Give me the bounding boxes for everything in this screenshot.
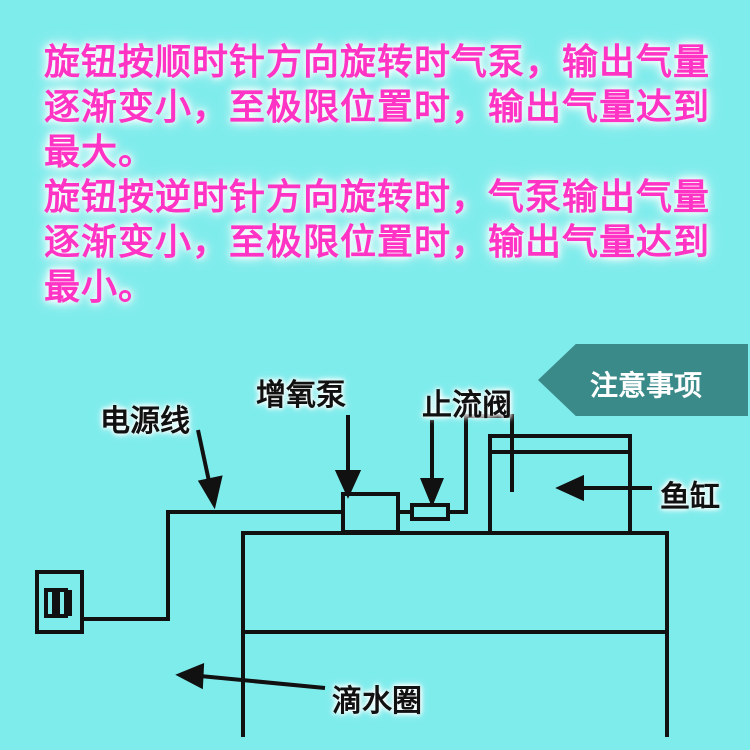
- arrow-check-valve: [420, 478, 444, 508]
- outlet-socket-icon: [44, 588, 72, 618]
- arrow-power-cord: [197, 475, 223, 510]
- notice-tag: 注意事项: [538, 344, 748, 416]
- instruction-line-2: 旋钮按逆时针方向旋转时，气泵输出气量逐渐变小，至极限位置时，输出气量达到最小。: [44, 176, 711, 308]
- air-pump-body: [341, 492, 400, 534]
- label-power-cord: 电源线: [100, 404, 190, 439]
- label-check-valve: 止流阀: [422, 388, 512, 423]
- instruction-text: 旋钮按顺时针方向旋转时气泵，输出气量逐渐变小，至极限位置时，输出气量达到最大。 …: [44, 40, 724, 310]
- instruction-line-1: 旋钮按顺时针方向旋转时气泵，输出气量逐渐变小，至极限位置时，输出气量达到最大。: [44, 41, 711, 173]
- air-tube-valve-to-tank: [446, 414, 514, 514]
- check-valve-body: [410, 503, 450, 521]
- arrow-fish-tank: [555, 474, 584, 502]
- arrow-air-pump: [334, 470, 362, 499]
- notice-tag-label: 注意事项: [590, 369, 703, 402]
- label-air-pump: 增氧泵: [256, 378, 346, 413]
- arrow-drip-loop: [175, 662, 205, 690]
- power-cord-line: [73, 510, 345, 621]
- label-drip-loop: 滴水圈: [332, 684, 422, 719]
- label-fish-tank: 鱼缸: [660, 480, 720, 515]
- fish-tank-outline: [488, 434, 632, 535]
